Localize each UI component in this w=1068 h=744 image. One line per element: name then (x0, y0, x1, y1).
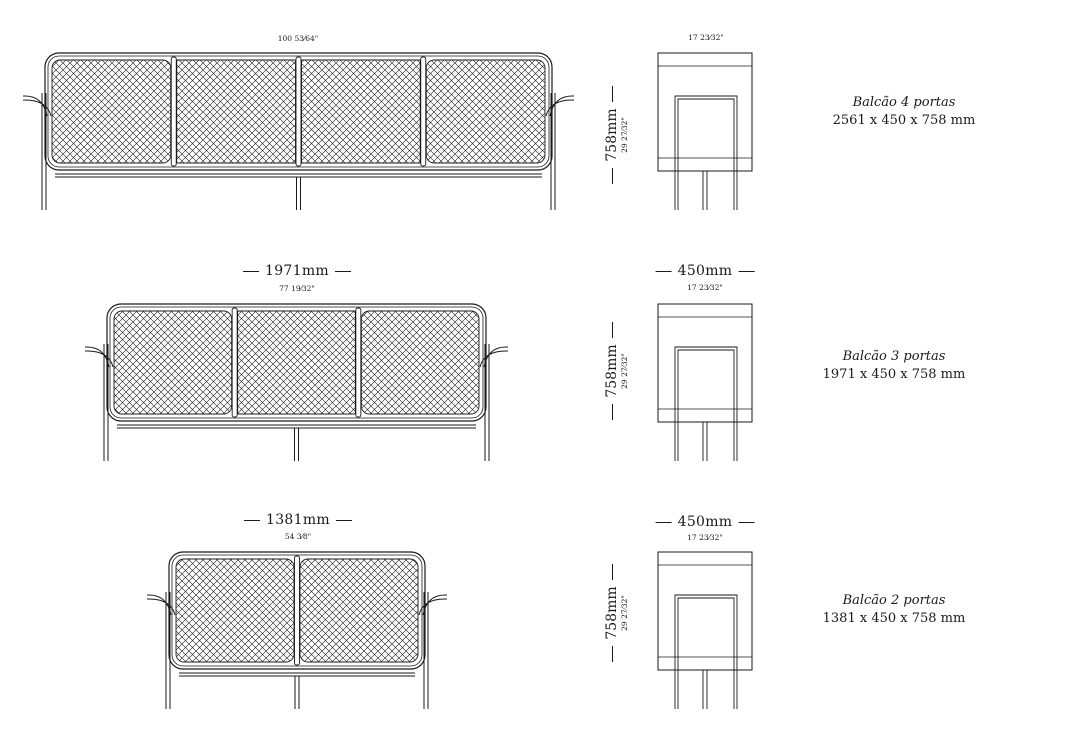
left-arm (23, 95, 52, 117)
product-size: 2561 x 450 x 758 mm (832, 113, 976, 128)
side-depth-mm: 450mm (677, 514, 733, 530)
side-leg-frame (674, 95, 738, 210)
door-mesh-panel (237, 310, 356, 415)
product-name: Balcão 4 portas (852, 95, 956, 110)
front-width-dimension: 1971mm (237, 263, 357, 279)
height-mm: 758mm (604, 586, 620, 640)
left-arm (85, 346, 114, 368)
side-centre-leg (702, 171, 708, 210)
door-mesh-panel (360, 310, 480, 415)
door-mesh-panel (176, 59, 296, 164)
front-view-3p (85, 303, 508, 461)
side-depth-mm: 450mm (677, 263, 733, 279)
height-inches: 29 27⁄32" (620, 353, 629, 389)
product-label: Balcão 4 portas 2561 x 450 x 758 mm (794, 94, 1014, 130)
product-label: Balcão 3 portas 1971 x 450 x 758 mm (784, 348, 1004, 384)
height-inches: 29 27⁄32" (620, 595, 629, 631)
door-mesh-panel (425, 59, 546, 164)
side-leg-frame (674, 346, 738, 461)
side-depth-dimension: 450mm (650, 263, 761, 279)
door-divider (294, 555, 300, 666)
side-depth-inches: 17 23⁄32" (687, 533, 723, 542)
door-divider (355, 307, 362, 418)
front-width-dimension: 1381mm (238, 512, 358, 528)
door-divider (231, 307, 238, 418)
height-dimension: 758mm 29 27⁄32" (604, 256, 634, 486)
product-label: Balcão 2 portas 1381 x 450 x 758 mm (784, 592, 1004, 628)
product-size: 1971 x 450 x 758 mm (822, 367, 966, 382)
side-depth-inches: 17 23⁄32" (688, 33, 724, 42)
door-mesh-panel (113, 310, 233, 415)
side-view-2p (657, 551, 753, 709)
side-body (657, 551, 753, 671)
height-dimension: 758mm 29 27⁄32" (604, 498, 634, 728)
front-width-inches: 54 3⁄8" (284, 532, 312, 541)
centre-leg (296, 177, 301, 210)
height-dimension: 758mm 29 27⁄32" (604, 20, 634, 250)
cabinet-inner-frame (171, 554, 423, 667)
door-divider (170, 56, 177, 167)
door-divider (420, 56, 427, 167)
side-view-3p (657, 303, 753, 461)
cabinet-inner-frame (109, 306, 484, 419)
door-mesh-panel (175, 558, 295, 663)
product-name: Balcão 3 portas (842, 349, 946, 364)
height-mm: 758mm (604, 344, 620, 398)
side-view-4p (657, 52, 753, 210)
front-width-inches: 100 53⁄64" (277, 34, 319, 43)
side-body (657, 303, 753, 423)
front-view-2p (147, 551, 447, 709)
front-width-mm: 1381mm (266, 512, 330, 528)
door-mesh-panel (51, 59, 172, 164)
front-width-mm: 1971mm (265, 263, 329, 279)
height-mm: 758mm (604, 108, 620, 162)
door-divider (295, 56, 302, 167)
front-width-inches: 77 19⁄32" (279, 284, 315, 293)
side-body (657, 52, 753, 172)
side-leg-frame (674, 594, 738, 709)
side-depth-dimension: 450mm (650, 514, 761, 530)
side-centre-leg (702, 422, 708, 461)
cabinet-outer-frame (106, 303, 487, 422)
left-arm (147, 594, 176, 616)
right-arm (418, 594, 447, 616)
cabinet-inner-frame (47, 55, 550, 168)
door-mesh-panel (299, 558, 419, 663)
right-arm (545, 95, 574, 117)
front-view-4p (23, 52, 574, 210)
centre-leg (294, 428, 299, 461)
right-arm (479, 346, 508, 368)
cabinet-outer-frame (44, 52, 553, 171)
door-mesh-panel (301, 59, 421, 164)
side-depth-inches: 17 23⁄32" (687, 283, 723, 292)
height-inches: 29 27⁄32" (620, 117, 629, 153)
product-name: Balcão 2 portas (842, 593, 946, 608)
centre-leg (294, 676, 300, 709)
cabinet-outer-frame (168, 551, 426, 670)
product-size: 1381 x 450 x 758 mm (822, 611, 966, 626)
side-centre-leg (702, 670, 708, 709)
